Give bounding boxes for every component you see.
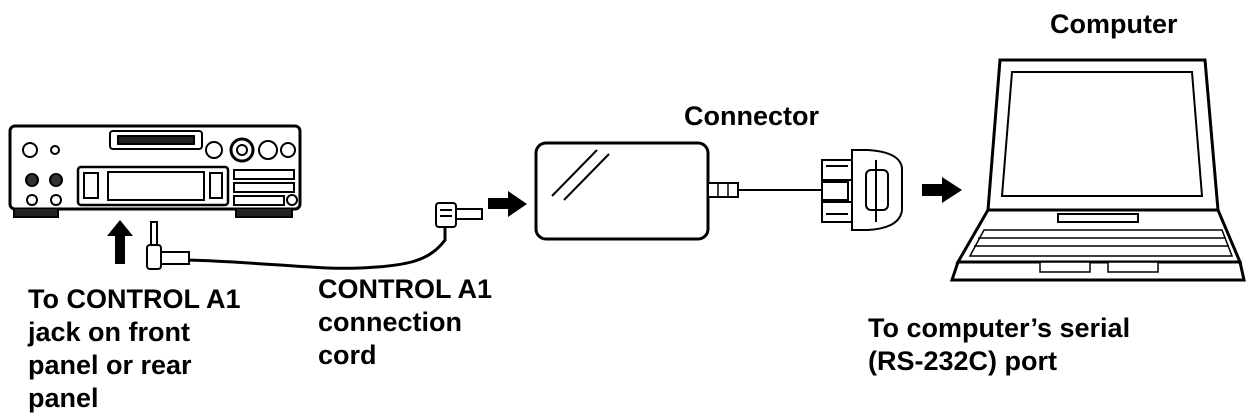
connector-box-icon [534,141,739,241]
computer-label: Computer [1050,9,1178,39]
laptop-icon [949,58,1246,282]
mini-plug-icon [435,202,483,228]
port-label-line-1: To computer’s serial [868,313,1131,343]
jack-label-line-1: To CONTROL A1 [28,284,241,314]
jack-label-line-2: jack on front [28,317,191,347]
jack-label-line-4: panel [28,383,99,413]
port-label-line-2: (RS-232C) port [868,346,1058,376]
cord-label: CONTROL A1 connection cord [318,273,492,372]
mini-plug-icon [146,221,190,270]
connection-cord [187,228,447,270]
cord-label-line-2: connection [318,307,463,337]
serial-connector-icon [821,149,903,231]
right-arrow-icon [488,191,527,217]
cord-label-line-3: cord [318,340,377,370]
md-deck-icon [8,124,302,218]
right-arrow-icon [922,177,962,203]
port-label: To computer’s serial (RS-232C) port [868,312,1130,378]
cord-label-line-1: CONTROL A1 [318,274,493,304]
up-arrow-icon [107,220,133,264]
jack-label: To CONTROL A1 jack on front panel or rea… [28,283,241,415]
connector-label: Connector [684,101,819,131]
jack-label-line-3: panel or rear [28,350,192,380]
